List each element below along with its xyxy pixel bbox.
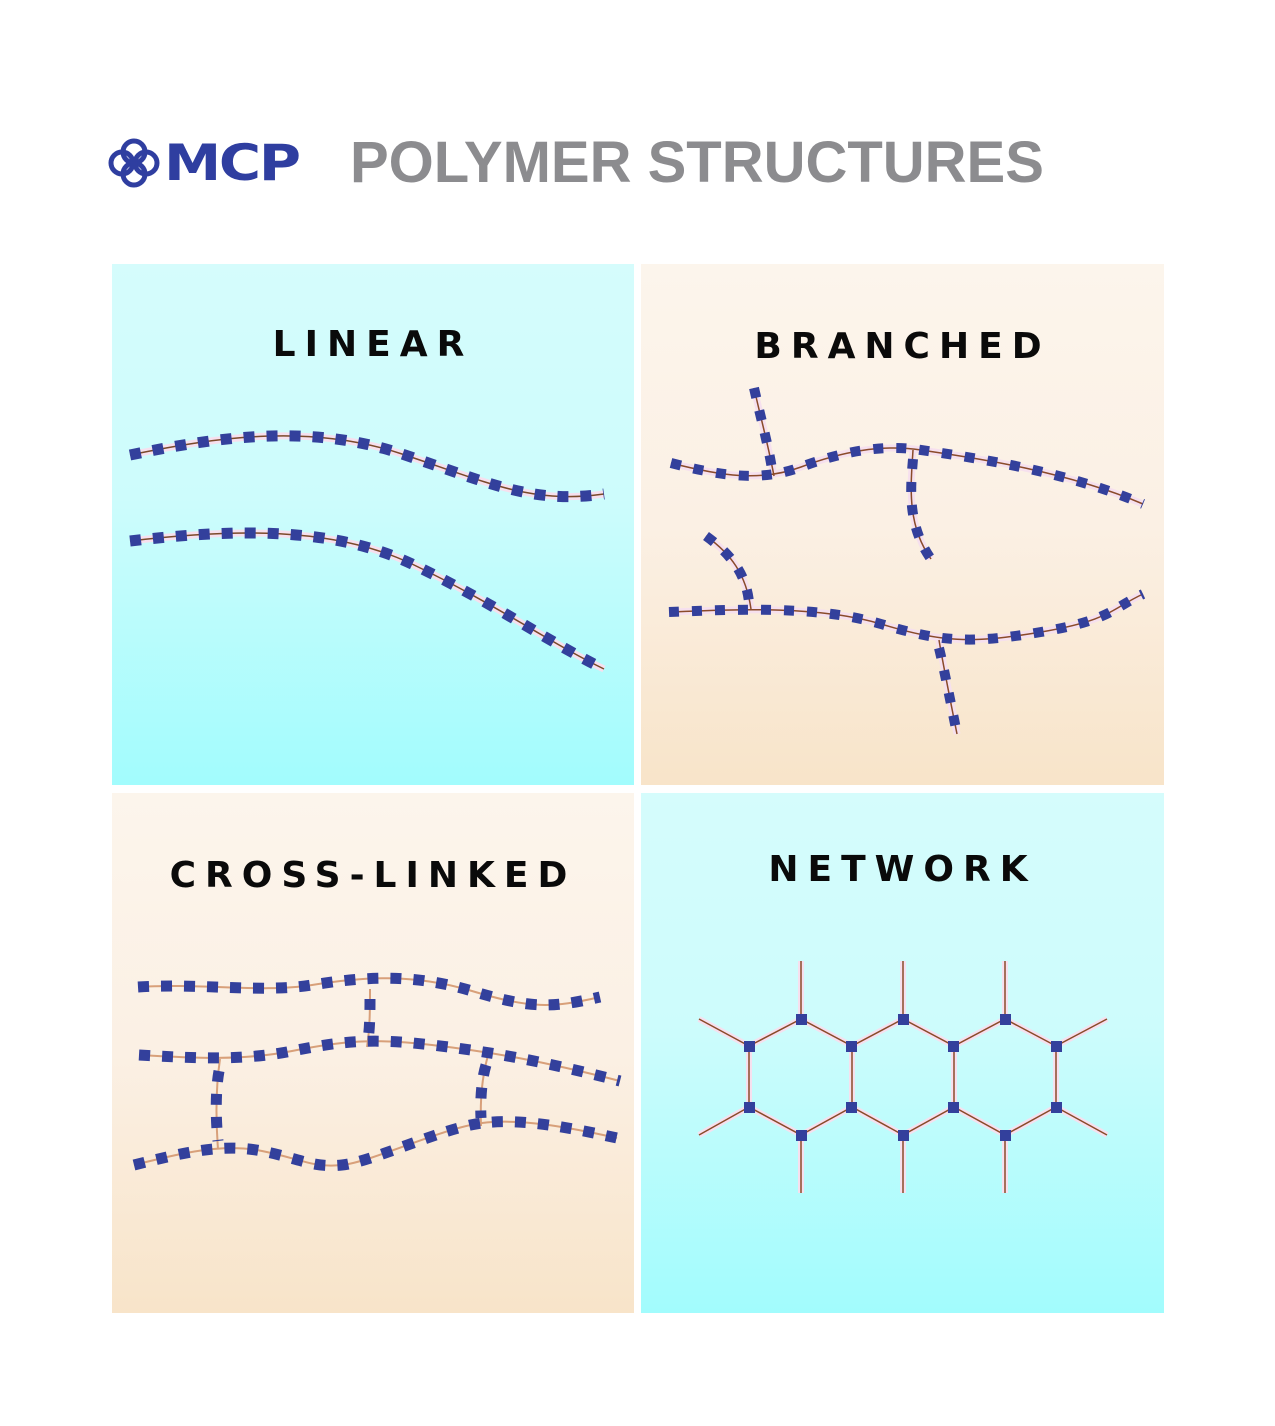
brand-logo: MCP xyxy=(108,128,301,198)
panel-label-cross-linked: CROSS-LINKED xyxy=(169,855,577,896)
branched-chains-diagram xyxy=(668,386,1146,735)
cross-linked-chains-diagram xyxy=(132,972,622,1172)
brand-name: MCP xyxy=(164,134,301,192)
panel-network: NETWORK xyxy=(641,793,1164,1313)
panel-label-network: NETWORK xyxy=(768,849,1037,890)
panel-branched: BRANCHED xyxy=(641,264,1164,785)
page-title: POLYMER STRUCTURES xyxy=(350,130,1044,195)
network-lattice-diagram xyxy=(697,961,1109,1193)
interlocking-rings-icon xyxy=(108,138,160,188)
panel-label-branched: BRANCHED xyxy=(754,326,1051,367)
linear-chains-diagram xyxy=(128,430,607,674)
mcp-logo: MCP xyxy=(108,134,301,192)
panel-linear: LINEAR xyxy=(112,264,634,785)
panel-label-linear: LINEAR xyxy=(272,324,474,365)
panel-cross-linked: CROSS-LINKED xyxy=(112,793,634,1313)
